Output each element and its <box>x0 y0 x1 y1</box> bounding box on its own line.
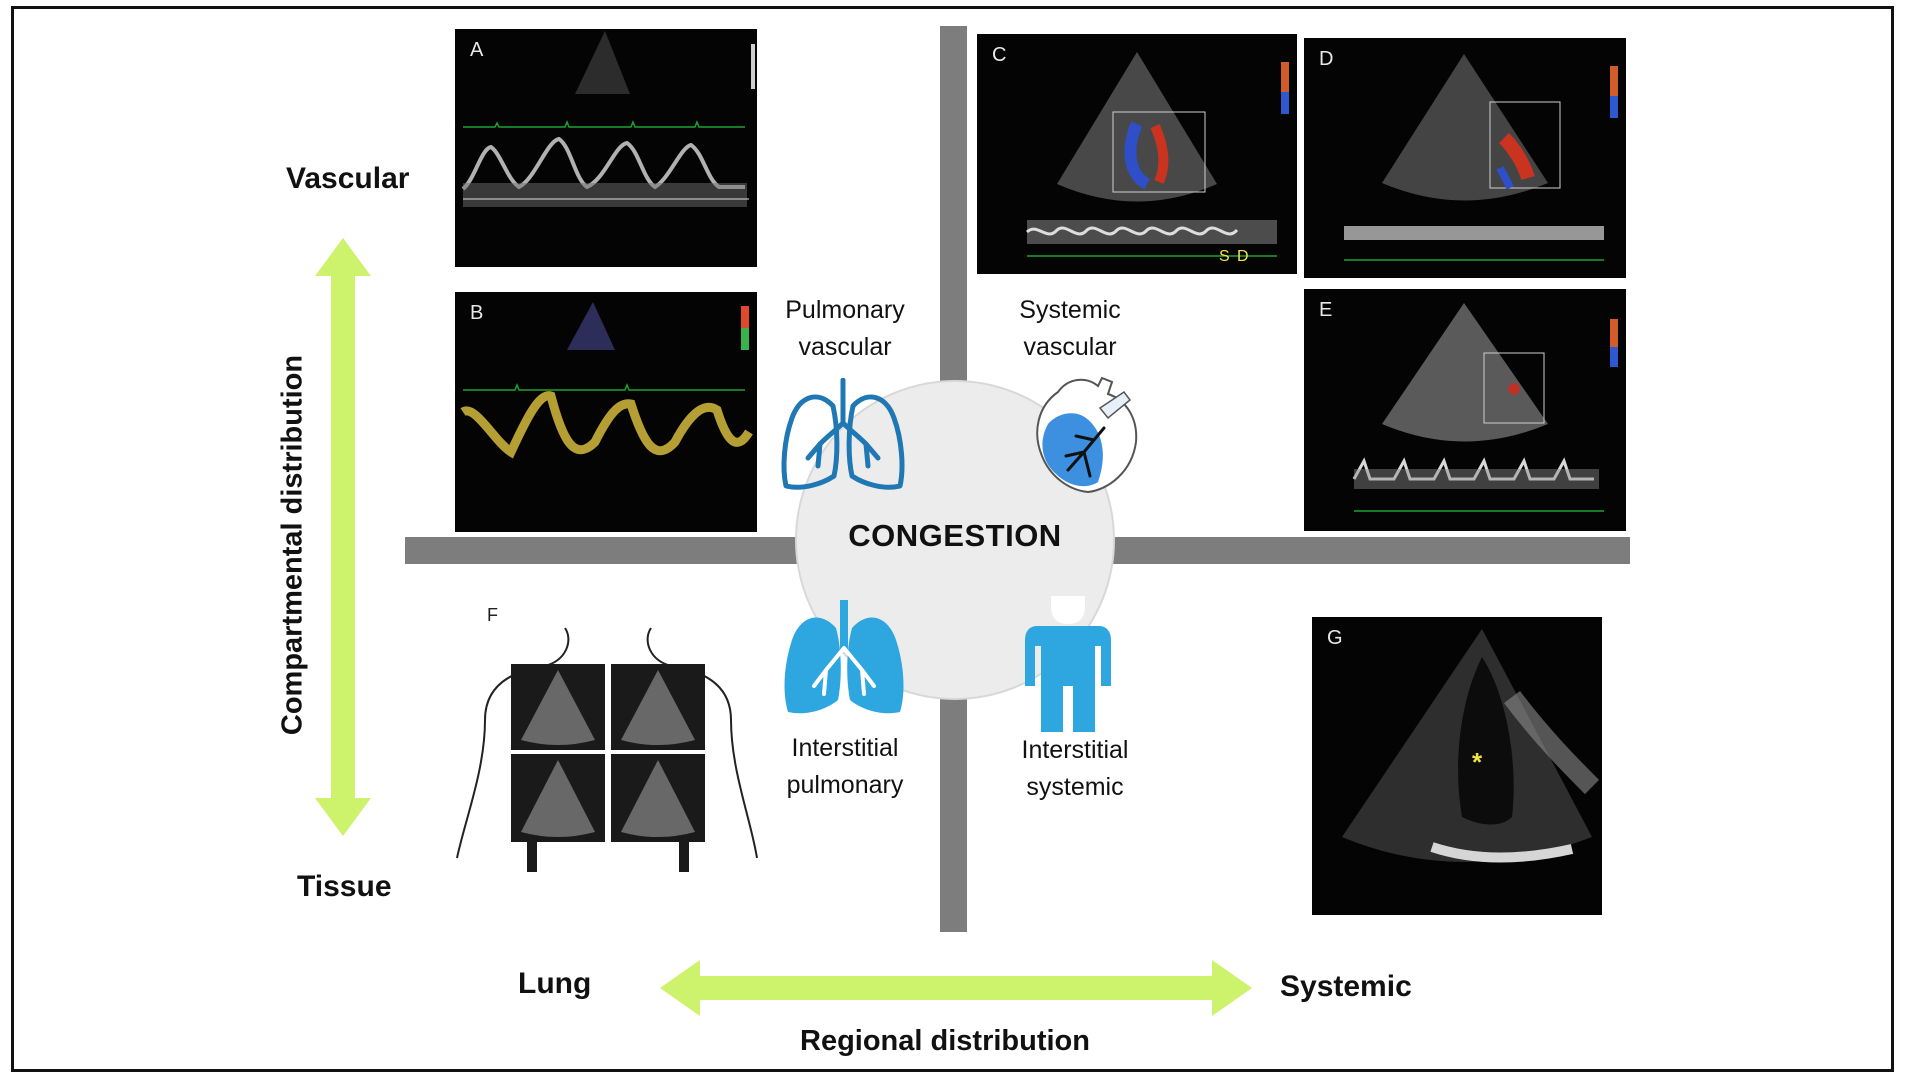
panel-d-ultrasound-image: D <box>1304 38 1626 278</box>
systemic-vascular-line2: vascular <box>1023 333 1117 361</box>
heart-vessels-icon <box>1036 376 1138 494</box>
lung-label: Lung <box>518 967 592 1000</box>
congestion-title: CONGESTION <box>848 518 1062 553</box>
panel-d-scan <box>1344 54 1618 261</box>
vascular-label: Vascular <box>286 162 410 195</box>
lungs-filled-icon <box>784 600 904 714</box>
tissue-label: Tissue <box>297 870 392 903</box>
compartmental-distribution-label: Compartmental distribution <box>276 354 309 736</box>
panel-f-torso <box>456 627 758 872</box>
systemic-vascular-label: Systemic vascular <box>985 292 1155 366</box>
systemic-vascular-line1: Systemic <box>1019 296 1121 324</box>
panel-g-scan <box>1342 629 1600 863</box>
panel-g-ultrasound-image: G * <box>1312 617 1602 915</box>
panel-g-letter: G <box>1327 627 1343 649</box>
human-body-icon <box>1025 596 1111 732</box>
panel-a-doppler-image: A <box>455 29 757 267</box>
interstitial-systemic-line2: systemic <box>1026 773 1124 801</box>
panel-f-lung-ultrasound-diagram: F <box>455 600 761 900</box>
pulmonary-vascular-line1: Pulmonary <box>785 296 905 324</box>
regional-distribution-label: Regional distribution <box>800 1025 1090 1057</box>
pulmonary-vascular-label: Pulmonary vascular <box>760 292 930 366</box>
interstitial-systemic-line1: Interstitial <box>1021 736 1129 764</box>
systemic-label: Systemic <box>1280 970 1412 1003</box>
interstitial-pulmonary-line2: pulmonary <box>786 771 904 799</box>
pulmonary-vascular-line2: vascular <box>798 333 892 361</box>
interstitial-pulmonary-label: Interstitial pulmonary <box>760 730 930 804</box>
panel-c-letter: C <box>992 44 1007 66</box>
panel-b-doppler-image: B <box>455 292 757 532</box>
panel-a-letter: A <box>470 39 484 61</box>
panel-e-ultrasound-image: E <box>1304 289 1626 531</box>
vertical-double-arrow <box>315 238 371 836</box>
panel-b-waveform <box>460 302 753 459</box>
interstitial-systemic-label: Interstitial systemic <box>990 732 1160 806</box>
panel-e-scan <box>1352 303 1618 512</box>
interstitial-pulmonary-line1: Interstitial <box>791 734 899 762</box>
lungs-outline-icon <box>781 378 905 490</box>
panel-g-asterisk: * <box>1472 747 1483 777</box>
panel-c-scan <box>1025 52 1289 257</box>
panel-c-d-marker: D <box>1237 248 1249 265</box>
horizontal-double-arrow <box>660 960 1252 1016</box>
panel-f-letter: F <box>487 605 498 625</box>
panel-a-waveform <box>461 31 755 207</box>
panel-b-letter: B <box>470 302 484 324</box>
panel-c-s-marker: S <box>1219 248 1230 265</box>
panel-c-ultrasound-image: C S D <box>977 34 1297 274</box>
panel-d-letter: D <box>1319 48 1334 70</box>
panel-e-letter: E <box>1319 299 1333 321</box>
